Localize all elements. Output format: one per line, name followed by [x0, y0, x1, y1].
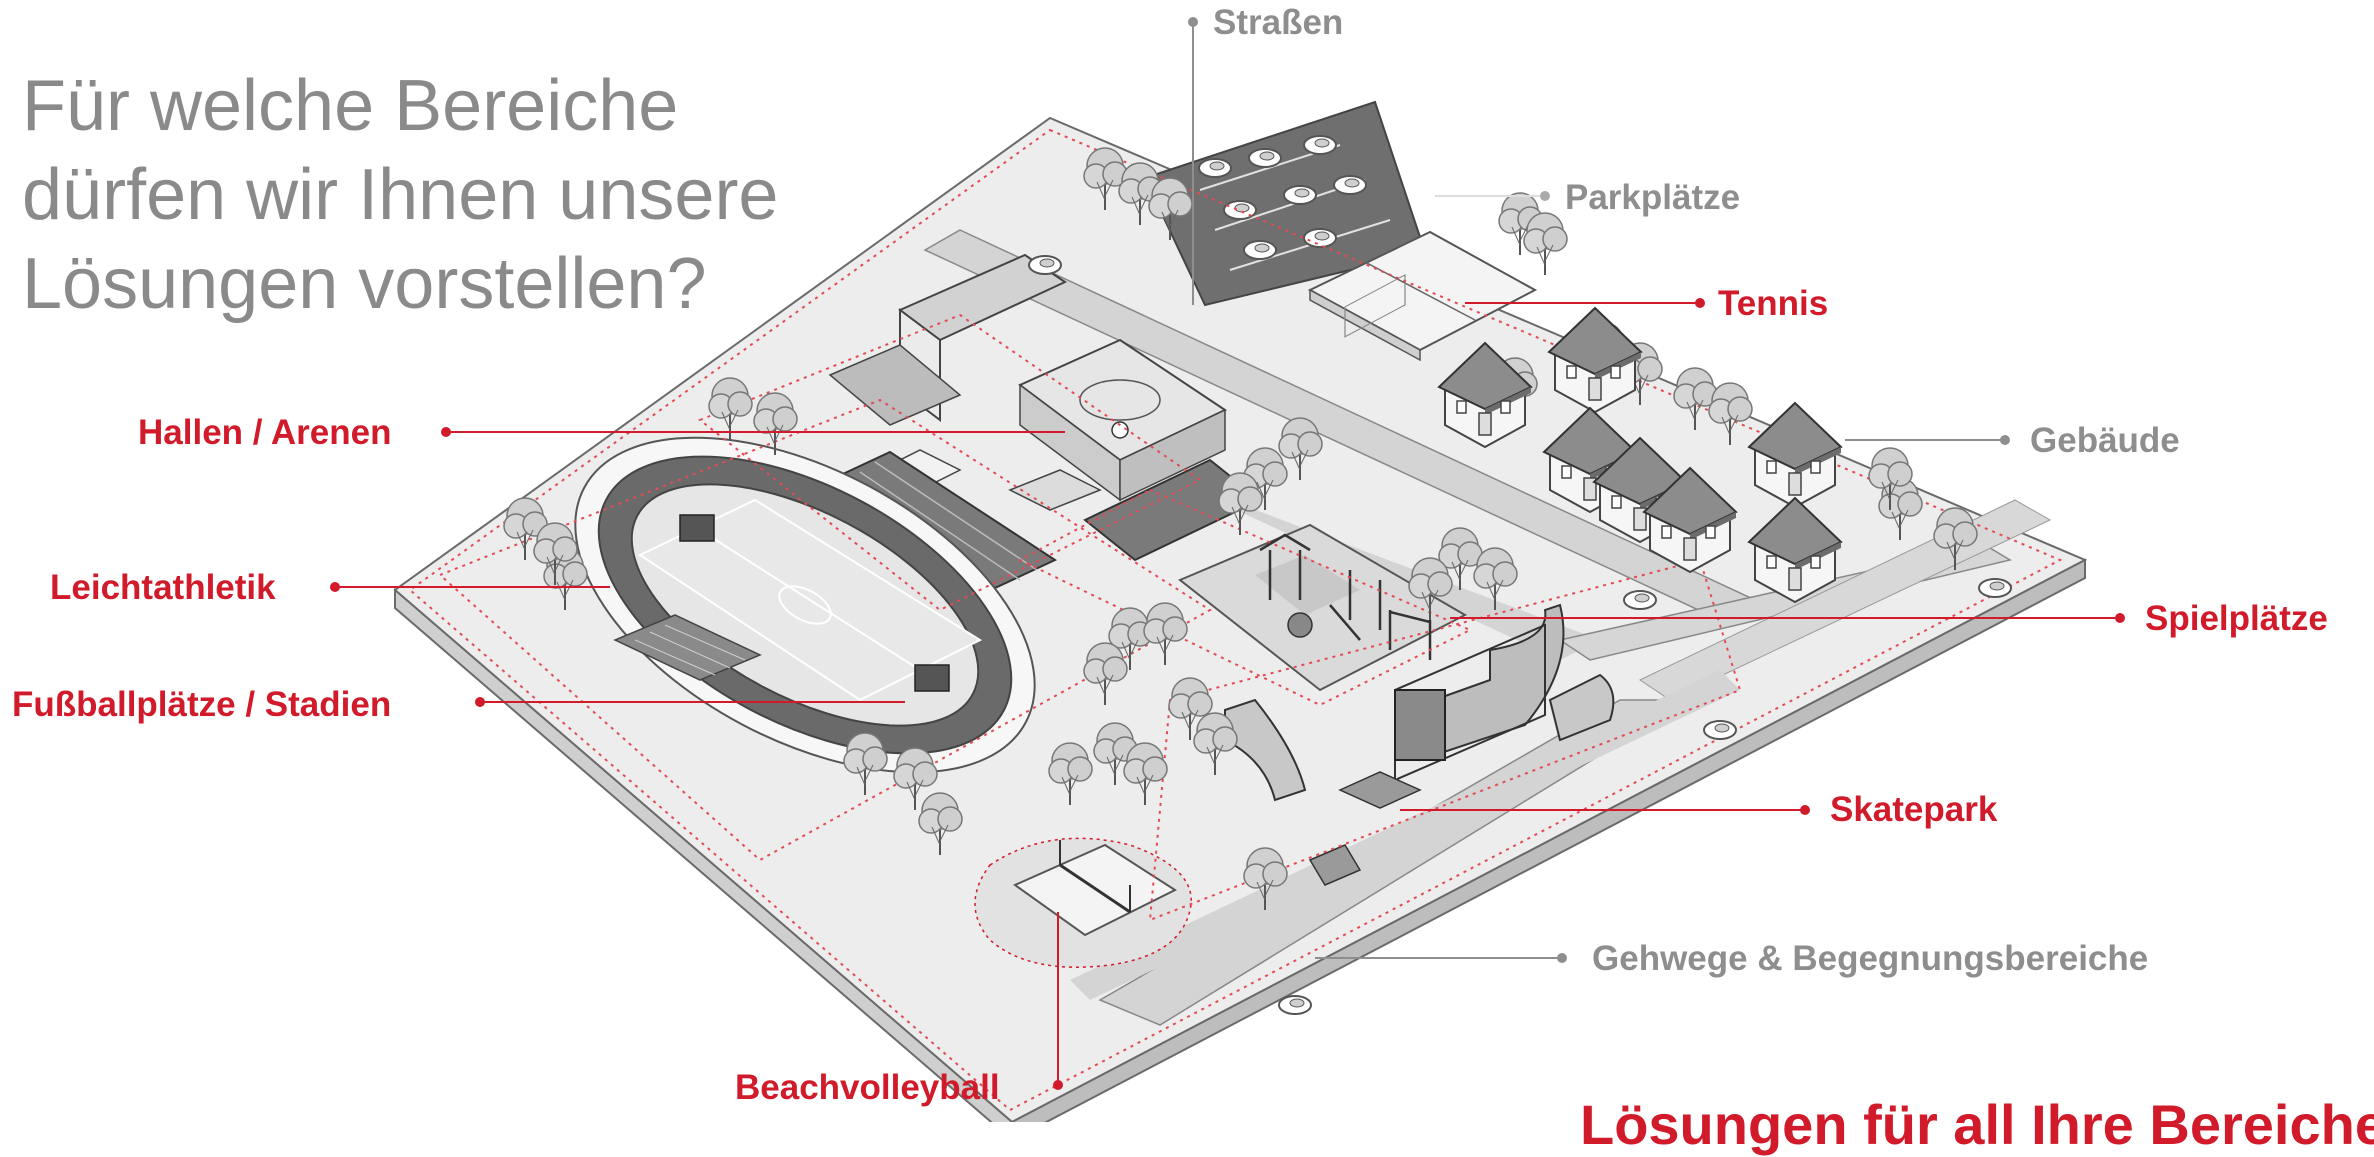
- label-gebaeude[interactable]: Gebäude: [2030, 421, 2180, 460]
- label-leichtathletik[interactable]: Leichtathletik: [50, 568, 276, 607]
- label-gehwege[interactable]: Gehwege & Begegnungsbereiche: [1592, 939, 2149, 978]
- label-spielplaetze[interactable]: Spielplätze: [2145, 599, 2328, 638]
- headline-line-1: Für welche Bereiche: [22, 66, 679, 146]
- page-headline: Für welche Bereiche dürfen wir Ihnen uns…: [22, 62, 922, 329]
- label-hallen-arenen[interactable]: Hallen / Arenen: [138, 413, 392, 452]
- label-strassen[interactable]: Straßen: [1213, 3, 1344, 42]
- isometric-area-illustration: [330, 17, 2125, 1122]
- headline-line-2: dürfen wir Ihnen unsere: [22, 155, 779, 235]
- footer-heading: Lösungen für all Ihre Bereiche: [1580, 1093, 2374, 1156]
- headline-line-3: Lösungen vorstellen?: [22, 244, 707, 324]
- label-parkplaetze[interactable]: Parkplätze: [1565, 178, 1741, 217]
- leader-dots: [330, 17, 2125, 1090]
- label-tennis[interactable]: Tennis: [1718, 284, 1829, 323]
- label-beachvolleyball[interactable]: Beachvolleyball: [735, 1068, 1000, 1107]
- leader-lines: [335, 22, 2120, 1085]
- label-fussballplaetze[interactable]: Fußballplätze / Stadien: [12, 685, 392, 724]
- label-skatepark[interactable]: Skatepark: [1830, 790, 1998, 829]
